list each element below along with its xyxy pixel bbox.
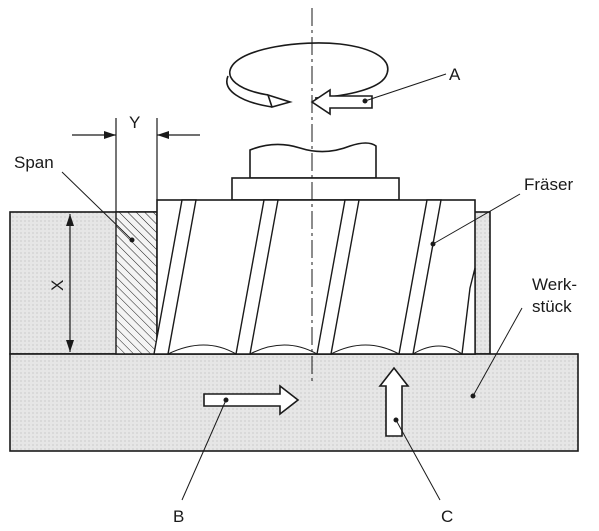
rotation-arrow-icon	[226, 42, 389, 108]
dimension-x	[66, 214, 74, 352]
feed-arrow-icon	[203, 384, 300, 416]
label-y: Y	[129, 113, 140, 132]
spindle-collar	[231, 177, 400, 201]
spindle-shaft	[249, 142, 377, 179]
label-span: Span	[14, 153, 54, 172]
label-x: X	[48, 280, 67, 291]
dimension-y	[72, 118, 200, 212]
cutter-flutes	[153, 199, 476, 355]
leader-lines	[61, 73, 523, 501]
label-fraeser: Fräser	[524, 175, 573, 194]
label-c: C	[441, 507, 453, 526]
arrow-a-icon	[310, 88, 373, 116]
label-werk: Werk-	[532, 275, 577, 294]
label-a: A	[449, 65, 461, 84]
chip-section	[115, 211, 158, 355]
infeed-arrow-icon	[378, 366, 410, 437]
flute-curves	[167, 344, 463, 355]
label-b: B	[173, 507, 184, 526]
label-stueck: stück	[532, 297, 572, 316]
